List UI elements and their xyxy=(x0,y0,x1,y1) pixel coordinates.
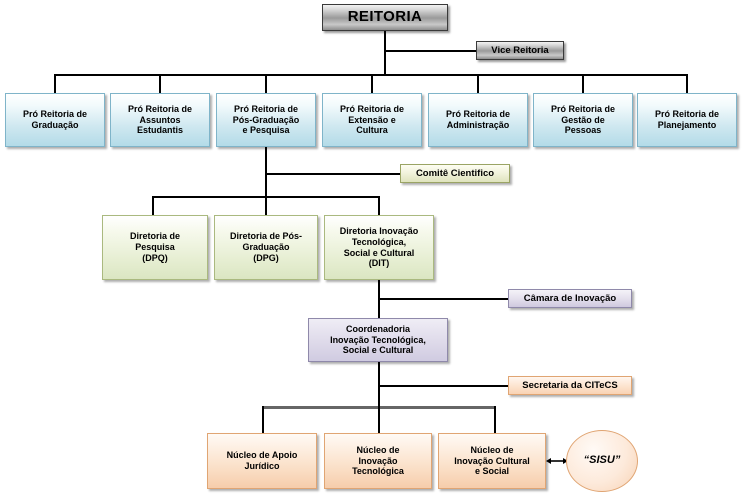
node-coordenadoria-inovacao[interactable]: Coordenadoria Inovação Tecnológica, Soci… xyxy=(308,318,448,362)
node-diretoria-inovacao-dit-label: Diretoria Inovação Tecnológica, Social e… xyxy=(339,225,419,269)
node-reitoria[interactable]: REITORIA xyxy=(322,4,448,31)
node-pro-reitoria-planejamento-label: Pró Reitoria de Planejamento xyxy=(654,109,719,130)
node-pro-reitoria-planejamento[interactable]: Pró Reitoria de Planejamento xyxy=(637,93,737,147)
node-sisu-label: “SISU” xyxy=(583,454,621,467)
connector-coordenadoria-trunk xyxy=(378,362,380,434)
node-secretaria-citecs[interactable]: Secretaria da CITeCS xyxy=(508,376,632,395)
connector-drop-dir-1 xyxy=(152,196,154,216)
connector-secretaria xyxy=(378,385,509,387)
connector-drop-nuc-3 xyxy=(494,406,496,434)
node-vice-reitoria[interactable]: Vice Reitoria xyxy=(476,41,564,60)
node-diretoria-pesquisa-label: Diretoria de Pesquisa (DPQ) xyxy=(129,231,180,263)
node-comite-cientifico-label: Comitê Cientifico xyxy=(415,167,495,179)
connector-vice-reitoria xyxy=(384,50,477,52)
node-comite-cientifico[interactable]: Comitê Cientifico xyxy=(400,164,510,183)
node-pro-reitoria-administracao-label: Pró Reitoria de Administração xyxy=(445,109,510,130)
connector-drop-dir-2 xyxy=(265,196,267,216)
node-pro-reitoria-pos-graduacao-pesquisa-label: Pró Reitoria de Pós-Graduação e Pesquisa xyxy=(232,103,300,136)
connector-drop-pro-4 xyxy=(371,74,373,93)
double-arrow-icon xyxy=(546,458,568,464)
node-pro-reitoria-gestao-pessoas[interactable]: Pró Reitoria de Gestão de Pessoas xyxy=(533,93,633,147)
node-nucleo-inovacao-cultural-social[interactable]: Núcleo de Inovação Cultural e Social xyxy=(438,433,546,489)
connector-posgrad-trunk xyxy=(265,147,267,216)
node-pro-reitoria-extensao-cultura-label: Pró Reitoria de Extensão e Cultura xyxy=(339,103,404,136)
connector-pro-reitoria-bus xyxy=(54,74,686,76)
node-sisu[interactable]: “SISU” xyxy=(566,430,638,492)
node-pro-reitoria-administracao[interactable]: Pró Reitoria de Administração xyxy=(428,93,528,147)
node-diretoria-pesquisa[interactable]: Diretoria de Pesquisa (DPQ) xyxy=(102,215,208,280)
node-pro-reitoria-assuntos-estudantis[interactable]: Pró Reitoria de Assuntos Estudantis xyxy=(110,93,210,147)
connector-drop-nuc-1 xyxy=(262,406,264,434)
connector-comite xyxy=(265,173,401,175)
node-nucleo-inovacao-cultural-social-label: Núcleo de Inovação Cultural e Social xyxy=(454,444,530,477)
node-secretaria-citecs-label: Secretaria da CITeCS xyxy=(522,379,618,391)
node-nucleo-inovacao-tecnologica[interactable]: Núcleo de Inovação Tecnológica xyxy=(324,433,432,489)
connector-drop-pro-7 xyxy=(686,74,688,93)
connector-drop-pro-1 xyxy=(54,74,56,93)
node-nucleo-apoio-juridico[interactable]: Núcleo de Apoio Jurídico xyxy=(207,433,317,489)
node-reitoria-label: REITORIA xyxy=(347,8,423,26)
connector-drop-pro-2 xyxy=(159,74,161,93)
node-diretoria-pos-graduacao-label: Diretoria de Pós- Graduação (DPG) xyxy=(229,231,303,263)
node-camara-inovacao-label: Câmara de Inovação xyxy=(523,292,617,304)
node-pro-reitoria-extensao-cultura[interactable]: Pró Reitoria de Extensão e Cultura xyxy=(322,93,422,147)
connector-drop-dir-3 xyxy=(378,196,380,216)
connector-drop-pro-5 xyxy=(477,74,479,93)
node-nucleo-inovacao-tecnologica-label: Núcleo de Inovação Tecnológica xyxy=(352,444,404,477)
connector-reitoria-trunk xyxy=(384,31,386,75)
connector-drop-nuc-2 xyxy=(378,406,380,434)
node-diretoria-inovacao-dit[interactable]: Diretoria Inovação Tecnológica, Social e… xyxy=(324,215,434,280)
connector-drop-pro-6 xyxy=(582,74,584,93)
node-coordenadoria-inovacao-label: Coordenadoria Inovação Tecnológica, Soci… xyxy=(330,323,426,356)
node-pro-reitoria-gestao-pessoas-label: Pró Reitoria de Gestão de Pessoas xyxy=(550,103,615,136)
node-nucleo-apoio-juridico-label: Núcleo de Apoio Jurídico xyxy=(226,450,298,471)
node-pro-reitoria-graduacao[interactable]: Pró Reitoria de Graduação xyxy=(5,93,105,147)
node-camara-inovacao[interactable]: Câmara de Inovação xyxy=(508,289,632,308)
connector-drop-pro-3 xyxy=(265,74,267,93)
connector-camara xyxy=(378,298,509,300)
node-pro-reitoria-pos-graduacao-pesquisa[interactable]: Pró Reitoria de Pós-Graduação e Pesquisa xyxy=(216,93,316,147)
node-diretoria-pos-graduacao[interactable]: Diretoria de Pós- Graduação (DPG) xyxy=(214,215,318,280)
node-pro-reitoria-graduacao-label: Pró Reitoria de Graduação xyxy=(22,109,87,130)
node-vice-reitoria-label: Vice Reitoria xyxy=(491,44,549,56)
node-pro-reitoria-assuntos-estudantis-label: Pró Reitoria de Assuntos Estudantis xyxy=(127,103,192,136)
